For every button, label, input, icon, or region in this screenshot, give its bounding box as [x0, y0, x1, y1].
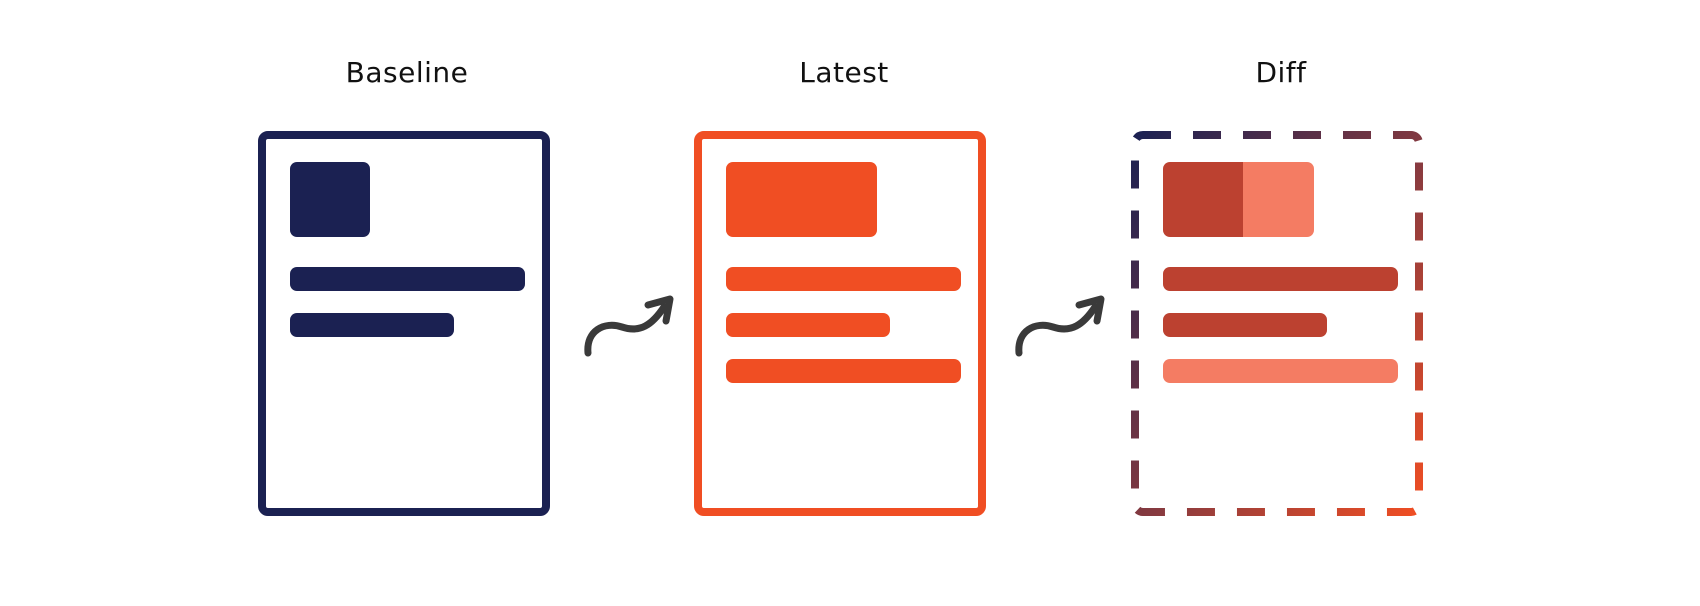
diff-text-line-added — [1163, 359, 1398, 383]
diff-dashed-border — [1131, 131, 1423, 516]
latest-text-line — [726, 313, 890, 337]
diff-image-unchanged — [1163, 162, 1243, 237]
baseline-panel — [258, 131, 550, 516]
baseline-text-line — [290, 267, 525, 291]
baseline-image-block — [290, 162, 370, 237]
latest-text-line — [726, 267, 961, 291]
curved-arrow-icon — [584, 295, 674, 357]
diff-text-line — [1163, 313, 1327, 337]
label-baseline: Baseline — [345, 56, 469, 89]
latest-image-block — [726, 162, 877, 237]
diff-text-line — [1163, 267, 1398, 291]
curved-arrow-icon — [1015, 295, 1105, 357]
latest-text-line — [726, 359, 961, 383]
diff-panel — [1131, 131, 1423, 516]
diff-image-added — [1243, 162, 1314, 237]
baseline-text-line — [290, 313, 454, 337]
label-diff: Diff — [1255, 56, 1307, 89]
label-latest: Latest — [799, 56, 889, 89]
latest-panel — [694, 131, 986, 516]
